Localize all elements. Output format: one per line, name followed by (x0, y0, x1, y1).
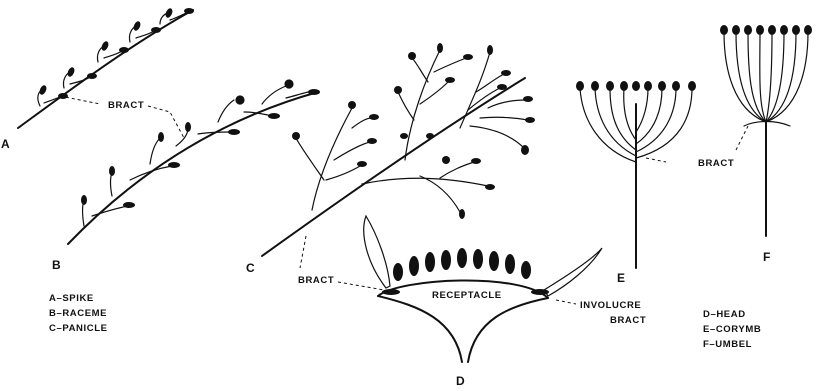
receptacle-label: RECEPTACLE (432, 290, 502, 301)
legend-left: A–SPIKE B–RACEME C–PANICLE (49, 293, 108, 334)
umbel-inflorescence (720, 25, 812, 236)
legend-head: D–HEAD (703, 309, 746, 320)
letter-c: C (246, 261, 255, 275)
panicle-inflorescence (262, 43, 535, 256)
letter-b: B (52, 258, 61, 272)
peduncle (378, 296, 548, 362)
corymb-inflorescence (576, 81, 696, 268)
involucre-bract-label: BRACT (610, 315, 646, 326)
bract-label-spike-raceme: BRACT (108, 100, 144, 111)
umbel-pedicels (724, 32, 808, 126)
panicle-flowers (292, 43, 535, 219)
leader-lines (60, 96, 748, 304)
head-florets (382, 248, 549, 295)
legend-spike: A–SPIKE (49, 293, 94, 304)
head-inflorescence (364, 216, 602, 362)
bract-label-umbel: BRACT (698, 158, 734, 169)
legend-raceme: B–RACEME (49, 308, 107, 319)
legend-corymb: E–CORYMB (703, 324, 761, 335)
legend-umbel: F–UMBEL (703, 339, 752, 350)
raceme-inflorescence (68, 80, 320, 244)
letter-f: F (763, 250, 770, 264)
involucre-label: INVOLUCRE (580, 300, 641, 311)
letter-d: D (456, 374, 465, 388)
involucre-bract-right (544, 248, 602, 296)
spike-inflorescence (18, 7, 194, 128)
involucre-bract-left (364, 216, 390, 288)
umbel-flowers (720, 25, 812, 35)
letter-a: A (1, 137, 10, 151)
corymb-flowers (576, 81, 696, 91)
bract-label-panicle-head: BRACT (298, 275, 334, 286)
letter-e: E (617, 271, 625, 285)
legend-right: D–HEAD E–CORYMB F–UMBEL (703, 309, 761, 350)
legend-panicle: C–PANICLE (49, 323, 108, 334)
